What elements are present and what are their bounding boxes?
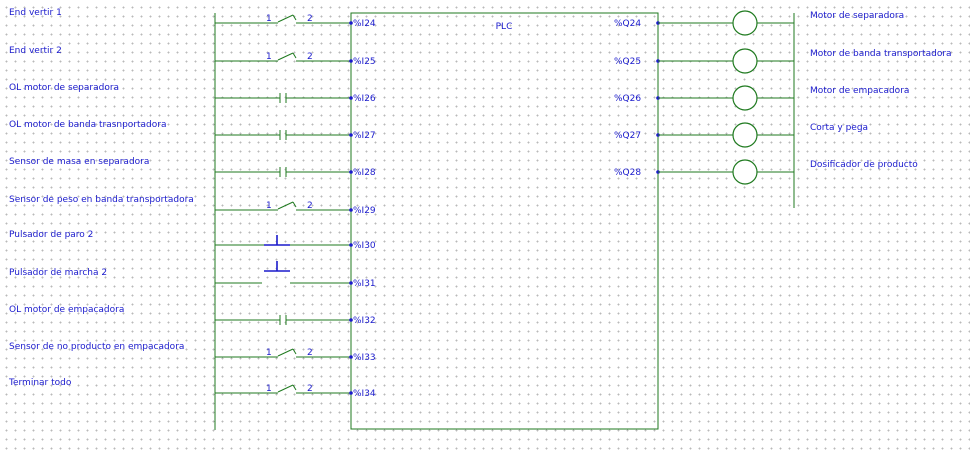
input-rung[interactable]: Terminar todo %I34 1 2	[8, 378, 376, 399]
input-label: OL motor de banda trasnportadora	[9, 120, 167, 130]
switch-pin-b: 2	[307, 348, 313, 358]
input-terminal	[349, 318, 353, 322]
coil-icon	[732, 122, 758, 148]
output-address: %Q28	[614, 168, 641, 178]
input-terminal	[349, 391, 353, 395]
switch-pin-a: 1	[266, 384, 272, 394]
output-address: %Q27	[614, 131, 641, 141]
input-label: Pulsador de paro 2	[9, 230, 93, 240]
input-terminal	[349, 59, 353, 63]
input-rung[interactable]: End vertir 2 %I25 1 2	[9, 46, 376, 67]
output-rung[interactable]: %Q25 Motor de banda transportadora	[614, 48, 952, 74]
input-terminal	[349, 243, 353, 247]
switch-blade	[277, 52, 294, 61]
input-rung[interactable]: Pulsador de paro 2 %I30	[9, 230, 376, 251]
input-rung[interactable]: OL motor de separadora %I26	[9, 83, 376, 104]
output-address: %Q24	[614, 19, 641, 29]
input-rung[interactable]: Sensor de no producto en empacadora %I33 1…	[9, 342, 376, 363]
switch-pin-a: 1	[266, 52, 272, 62]
input-rung[interactable]: End vertir 1 %I24 1 2	[9, 8, 376, 29]
input-address: %I32	[353, 316, 376, 326]
input-address: %I33	[353, 353, 376, 363]
input-label: Sensor de masa en separadora	[9, 157, 149, 167]
input-label: Sensor de no producto en empacadora	[9, 342, 184, 352]
output-rung[interactable]: %Q26 Motor de empacadora	[614, 85, 909, 111]
input-rung[interactable]: Sensor de masa en separadora %I28	[9, 157, 376, 178]
input-terminal	[349, 133, 353, 137]
plc-block[interactable]: PLC	[350, 12, 659, 430]
switch-pin-b: 2	[307, 201, 313, 211]
switch-pin-a: 1	[266, 201, 272, 211]
output-address: %Q25	[614, 57, 641, 67]
output-rung[interactable]: %Q28 Dosificador de producto	[614, 159, 918, 185]
input-rung[interactable]: Pulsador de marcha 2 %I31	[9, 261, 376, 289]
switch-tip	[292, 348, 297, 355]
switch-pin-a: 1	[266, 14, 272, 24]
switch-pin-b: 2	[307, 384, 313, 394]
input-rung[interactable]: Sensor de peso en banda transportadora %I…	[9, 195, 376, 216]
input-terminal	[349, 208, 353, 212]
power-rails	[214, 13, 795, 430]
switch-tip	[292, 201, 297, 208]
input-rung[interactable]: OL motor de banda trasnportadora %I27	[9, 120, 376, 141]
coil-icon	[732, 10, 758, 36]
switch-tip	[292, 14, 297, 21]
input-label: Sensor de peso en banda transportadora	[9, 195, 194, 205]
input-address: %I29	[353, 206, 376, 216]
coil-icon	[732, 48, 758, 74]
switch-tip	[292, 52, 297, 59]
input-terminal	[349, 21, 353, 25]
input-address: %I30	[353, 241, 376, 251]
input-rung[interactable]: OL motor de empacadora %I32	[9, 305, 376, 326]
input-address: %I28	[353, 168, 376, 178]
input-address: %I25	[353, 57, 376, 67]
input-address: %I34	[353, 389, 376, 399]
input-address: %I26	[353, 94, 376, 104]
input-terminal	[349, 281, 353, 285]
output-address: %Q26	[614, 94, 641, 104]
coil-icon	[732, 159, 758, 185]
output-label: Motor de banda transportadora	[810, 49, 952, 59]
input-terminal	[349, 170, 353, 174]
switch-tip	[292, 384, 297, 391]
output-label: Dosificador de producto	[810, 160, 918, 170]
input-address: %I27	[353, 131, 376, 141]
input-terminal	[349, 355, 353, 359]
plc-outline	[350, 12, 659, 430]
input-label: OL motor de empacadora	[9, 305, 124, 315]
switch-blade	[277, 201, 294, 210]
input-label: Pulsador de marcha 2	[9, 268, 107, 278]
switch-blade	[277, 14, 294, 23]
output-rungs: %Q24 Motor de separadora %Q25 Motor de band…	[614, 10, 952, 185]
output-rung[interactable]: %Q24 Motor de separadora	[614, 10, 904, 36]
switch-pin-a: 1	[266, 348, 272, 358]
coil-icon	[732, 85, 758, 111]
output-rung[interactable]: %Q27 Corta y pega	[614, 122, 868, 148]
input-label: OL motor de separadora	[9, 83, 119, 93]
input-label: End vertir 2	[9, 46, 62, 56]
switch-blade	[277, 348, 294, 357]
switch-pin-b: 2	[307, 52, 313, 62]
input-label: Terminar todo	[8, 378, 72, 388]
switch-pin-b: 2	[307, 14, 313, 24]
input-address: %I24	[353, 19, 376, 29]
switch-blade	[277, 384, 294, 393]
output-label: Corta y pega	[810, 123, 868, 133]
input-address: %I31	[353, 279, 376, 289]
plc-title: PLC	[496, 22, 513, 32]
input-terminal	[349, 96, 353, 100]
output-label: Motor de empacadora	[810, 86, 909, 96]
input-label: End vertir 1	[9, 8, 62, 18]
output-label: Motor de separadora	[810, 11, 904, 21]
